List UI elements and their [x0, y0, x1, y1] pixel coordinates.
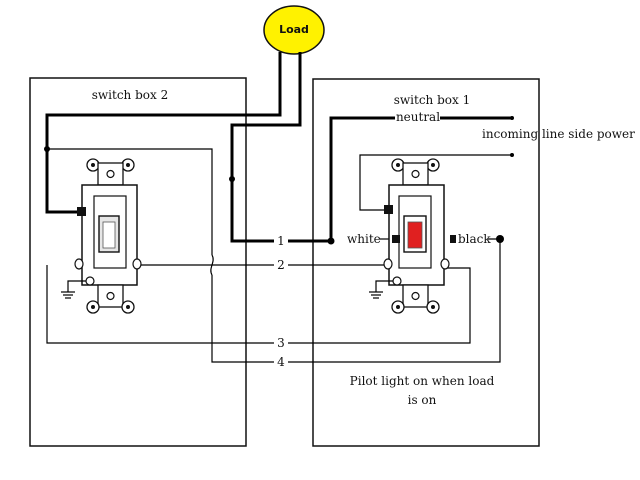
load-wire-to-box2	[45, 52, 282, 214]
junction-dot	[496, 235, 504, 243]
switch-yoke	[97, 162, 124, 186]
pilot-note-line-1: Pilot light on when load	[350, 374, 495, 388]
load-wires	[44, 52, 514, 245]
white-wire-label: white	[347, 232, 381, 246]
black-wire-label: black	[458, 232, 491, 246]
pilot-note-line-2: is on	[408, 393, 437, 407]
terminal-screw-icon	[384, 205, 393, 214]
junction-dot	[327, 237, 335, 245]
box2-feed-wire	[47, 148, 213, 255]
switch-yoke	[97, 284, 124, 308]
load: Load	[263, 5, 325, 55]
terminal-screw-icon	[132, 258, 142, 270]
switch-yoke	[402, 162, 429, 186]
load-bulb-icon	[263, 5, 325, 55]
incoming-power-label: incoming line side power	[482, 127, 635, 141]
terminal-dot	[510, 116, 514, 120]
switch-yoke	[402, 284, 429, 308]
three-way-switch-2	[61, 158, 142, 314]
load-label: Load	[279, 23, 309, 36]
ground-icon	[369, 280, 393, 299]
switch-box-2-label: switch box 2	[92, 88, 168, 102]
switch-box-1	[312, 78, 540, 447]
terminal-screw-icon	[74, 258, 84, 270]
junction-dot	[229, 176, 235, 182]
wire-number-1: 1	[277, 234, 285, 248]
switch-box-2	[29, 77, 247, 447]
switch-box-1-label: switch box 1	[394, 93, 470, 107]
terminal-screw-icon	[450, 235, 458, 243]
wire-number-4: 4	[277, 355, 285, 369]
wire-4	[211, 239, 501, 363]
terminal-screw-icon	[77, 207, 86, 216]
ground-screw-icon	[392, 276, 402, 286]
load-wire-to-neutral	[230, 52, 395, 243]
wire-number-2: 2	[277, 258, 285, 272]
terminal-screw-icon	[383, 258, 393, 270]
three-way-switch-1	[369, 158, 458, 314]
wire-3	[46, 265, 471, 344]
pilot-light-indicator	[407, 221, 423, 249]
ground-icon	[61, 280, 86, 299]
terminal-screw-icon	[440, 258, 450, 270]
terminal-screw-icon	[392, 235, 400, 243]
wire-number-3: 3	[277, 336, 285, 350]
incoming-hot-wire	[359, 154, 512, 211]
terminal-dot	[510, 153, 514, 157]
neutral-label: neutral	[396, 110, 440, 124]
ground-screw-icon	[85, 276, 95, 286]
